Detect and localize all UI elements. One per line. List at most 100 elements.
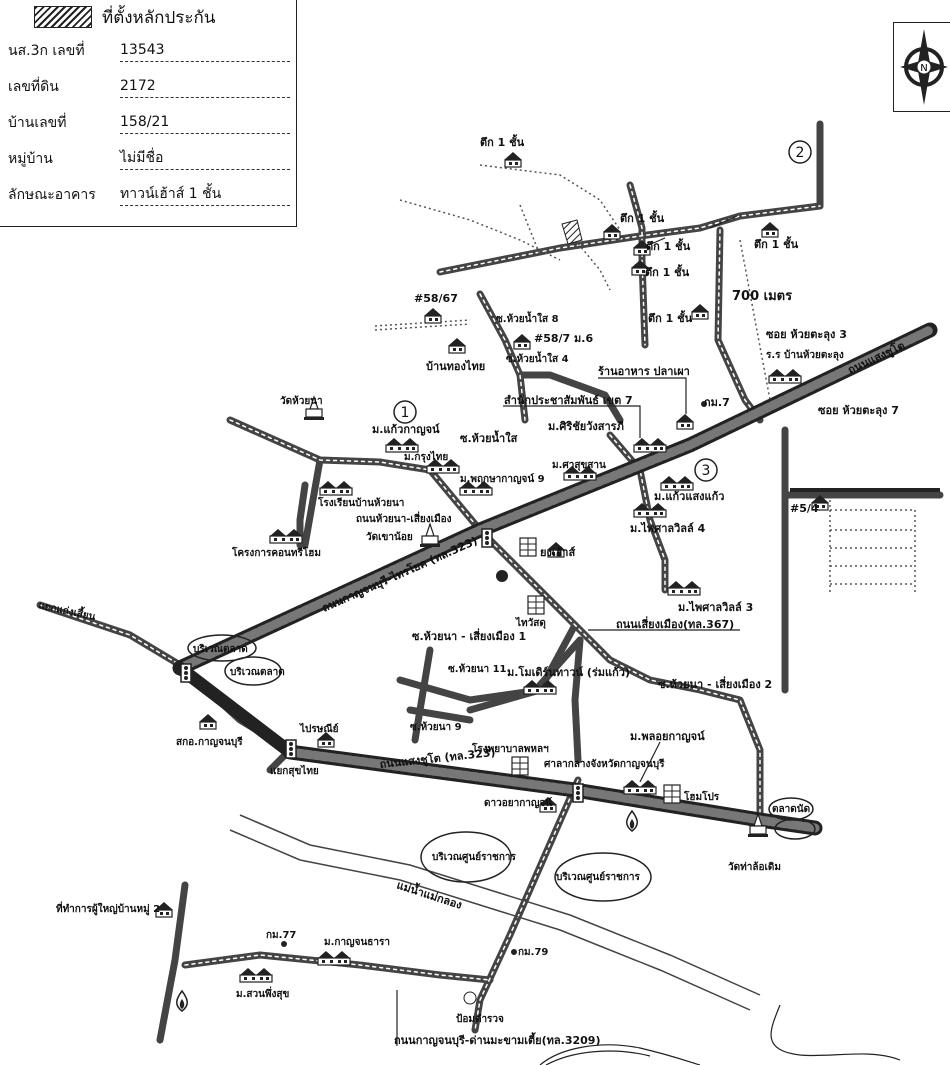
label-rd-huayna: ถนนห้วยนา-เสี่ยงเมือง — [356, 511, 452, 525]
label-home-pro: โฮมโปร — [683, 790, 720, 803]
label-sakor: สกอ.กาญจนบุรี — [176, 736, 243, 748]
info-value: 13543 — [120, 39, 290, 62]
info-key: เลขที่ดิน — [8, 79, 59, 95]
label-buoy: ป้อมตำรวจ — [456, 1013, 504, 1025]
info-value: ทาวน์เฮ้าส์ 1 ชั้น — [120, 183, 290, 206]
stamp-signature — [539, 1004, 901, 1065]
label-no58-7: #58/7 ม.6 — [534, 332, 593, 345]
label-wat-huayna: วัดห้วยนา — [280, 395, 323, 407]
label-m-sukhsan: ม.ศาสุขสาน — [552, 460, 606, 471]
label-yak-sukhothai: แยกสุขไทย — [270, 764, 319, 777]
label-soi-huayna-sieng1: ซ.ห้วยนา - เสี่ยงเมือง 1 — [412, 628, 526, 643]
school-icon — [319, 480, 353, 496]
traffic-light-icon — [572, 783, 584, 803]
police-icon — [463, 991, 477, 1005]
collateral-legend-swatch — [34, 6, 92, 28]
info-row-building-type: ลักษณะอาคาร ทาวน์เฮ้าส์ 1 ชั้น — [0, 180, 290, 206]
label-rr-ban-huaydalung: ร.ร บ้านห้วยตะลุง — [766, 349, 844, 361]
housing-icon — [385, 437, 419, 453]
label-km77: กม.77 — [266, 930, 296, 941]
label-m-kanchanara: ม.กาญจนธารา — [324, 937, 390, 948]
label-wat-tha: วัดท่าล้อเดิม — [728, 861, 781, 873]
svg-text:1: 1 — [401, 405, 410, 421]
house-icon — [447, 337, 467, 354]
traffic-light-icon — [285, 739, 297, 759]
label-kaset: ตลาดนัด — [772, 803, 810, 815]
house-icon — [760, 221, 780, 238]
info-key: นส.3ก เลขที่ — [8, 43, 85, 59]
logo-icon — [496, 570, 508, 582]
label-thaiwatsadu: ไทวัสดุ — [515, 616, 546, 629]
label-tuek1-top: ตึก 1 ชั้น — [480, 134, 525, 149]
building-icon — [663, 784, 681, 804]
label-soi-huaydalung3: ซอย ห้วยตะลุง 3 — [766, 328, 847, 342]
label-soi-huayna11: ซ.ห้วยนา 11 — [448, 663, 507, 675]
label-soi-huaynamsai4: ซ.ห้วยน้ำใส 4 — [506, 351, 569, 365]
info-value: 2172 — [120, 75, 290, 98]
label-m-kaewsaengkaew: ม.แก้วแสงแก้ว — [654, 490, 724, 503]
house-icon — [423, 307, 443, 324]
house-icon — [512, 333, 532, 350]
label-m-phaisan4: ม.ไพศาลวิลล์ 4 — [630, 521, 706, 535]
label-m-krungthai: ม.กรุงไทย — [404, 450, 448, 463]
temple-icon — [625, 810, 639, 832]
label-restaurant: ร้านอาหาร ปลาเผา — [598, 365, 690, 378]
label-m-phaisan3: ม.ไพศาลวิลล์ 3 — [678, 600, 753, 614]
leader-lines — [396, 215, 740, 1046]
label-homehouse: ยงเฮ้าส์ — [540, 546, 575, 559]
stupa-icon — [419, 523, 441, 548]
label-rd-siengmueang: ถนนเสี่ยงเมือง(ทล.367) — [616, 616, 734, 631]
label-m-sirichaiwang: ม.ศิริชัยวังสารภี — [548, 420, 624, 433]
label-km7: กม.7 — [704, 396, 730, 409]
building-icon — [519, 537, 537, 557]
km-post-icon — [701, 401, 707, 407]
info-value: 158/21 — [120, 111, 290, 134]
label-km79: กม.79 — [518, 947, 548, 958]
north-arrow-icon: N — [893, 22, 950, 112]
label-market2: บริเวณตลาด — [230, 666, 285, 678]
info-value: ไม่มีชื่อ — [120, 147, 290, 170]
label-project: โครงการคอนทรีโฮม — [231, 546, 321, 559]
svg-text:3: 3 — [702, 463, 711, 479]
label-tuek1-b: ตึก 1 ชั้น — [646, 238, 691, 253]
marker-3: 3 — [694, 458, 718, 482]
km-post-icon — [511, 949, 517, 955]
housing-icon — [239, 967, 273, 983]
traffic-light-icon — [481, 528, 493, 548]
housing-icon — [667, 580, 701, 596]
legend-label: ที่ตั้งหลักประกัน — [102, 7, 216, 28]
school-icon — [768, 368, 802, 384]
north-label: N — [920, 63, 927, 74]
label-soi-huaynamsai8: ซ.ห้วยน้ำใส 8 — [496, 311, 559, 325]
house-icon — [690, 303, 710, 320]
label-dowcharts: ดาวอยากาญจน์ — [484, 797, 552, 809]
label-soi-huayna9: ซ.ห้วยนา 9 — [410, 721, 462, 733]
house-icon — [503, 151, 523, 168]
label-soi-huayna-sieng2: ซ.ห้วยนา - เสี่ยงเมือง 2 — [658, 676, 772, 691]
label-tuek1-a: ตึก 1 ชั้น — [620, 210, 665, 225]
temple-icon — [175, 990, 189, 1012]
collateral-plot — [561, 219, 583, 245]
label-rd-bottom: ถนนกาญจนบุรี-ด่านมะขามเตี้ย(ทล.3209) — [394, 1032, 600, 1048]
info-key: บ้านเลขที่ — [8, 115, 67, 131]
label-m-suanphueng: ม.สวนพึ่งสุข — [236, 986, 290, 1000]
label-village-head: ที่ทำการผู้ใหญ่บ้านหมู่ 2 — [56, 901, 160, 916]
info-row-village: หมู่บ้าน ไม่มีชื่อ — [0, 144, 290, 170]
river — [229, 814, 761, 1011]
info-row-house-no: บ้านเลขที่ 158/21 — [0, 108, 290, 134]
label-wat-khao: วัดเขาน้อย — [366, 531, 413, 543]
property-info-panel: ที่ตั้งหลักประกัน นส.3ก เลขที่ 13543 เลข… — [0, 0, 297, 227]
marker-1: 1 — [393, 400, 417, 424]
housing-icon — [633, 437, 667, 453]
label-soi-huaynamsai: ซ.ห้วยน้ำใส — [460, 430, 518, 445]
label-ban-thongthai: บ้านทองไทย — [426, 359, 485, 373]
traffic-light-icon — [180, 663, 192, 683]
label-no58-67: #58/67 — [414, 292, 458, 305]
building-icon — [527, 595, 545, 615]
label-office-zone7: สำนักประชาสัมพันธ์ เขต 7 — [504, 394, 633, 407]
lanes — [374, 164, 916, 595]
housing-icon — [660, 475, 694, 491]
label-market1: บริเวณตลาด — [193, 643, 248, 655]
label-post-office: ไปรษณีย์ — [299, 722, 339, 735]
